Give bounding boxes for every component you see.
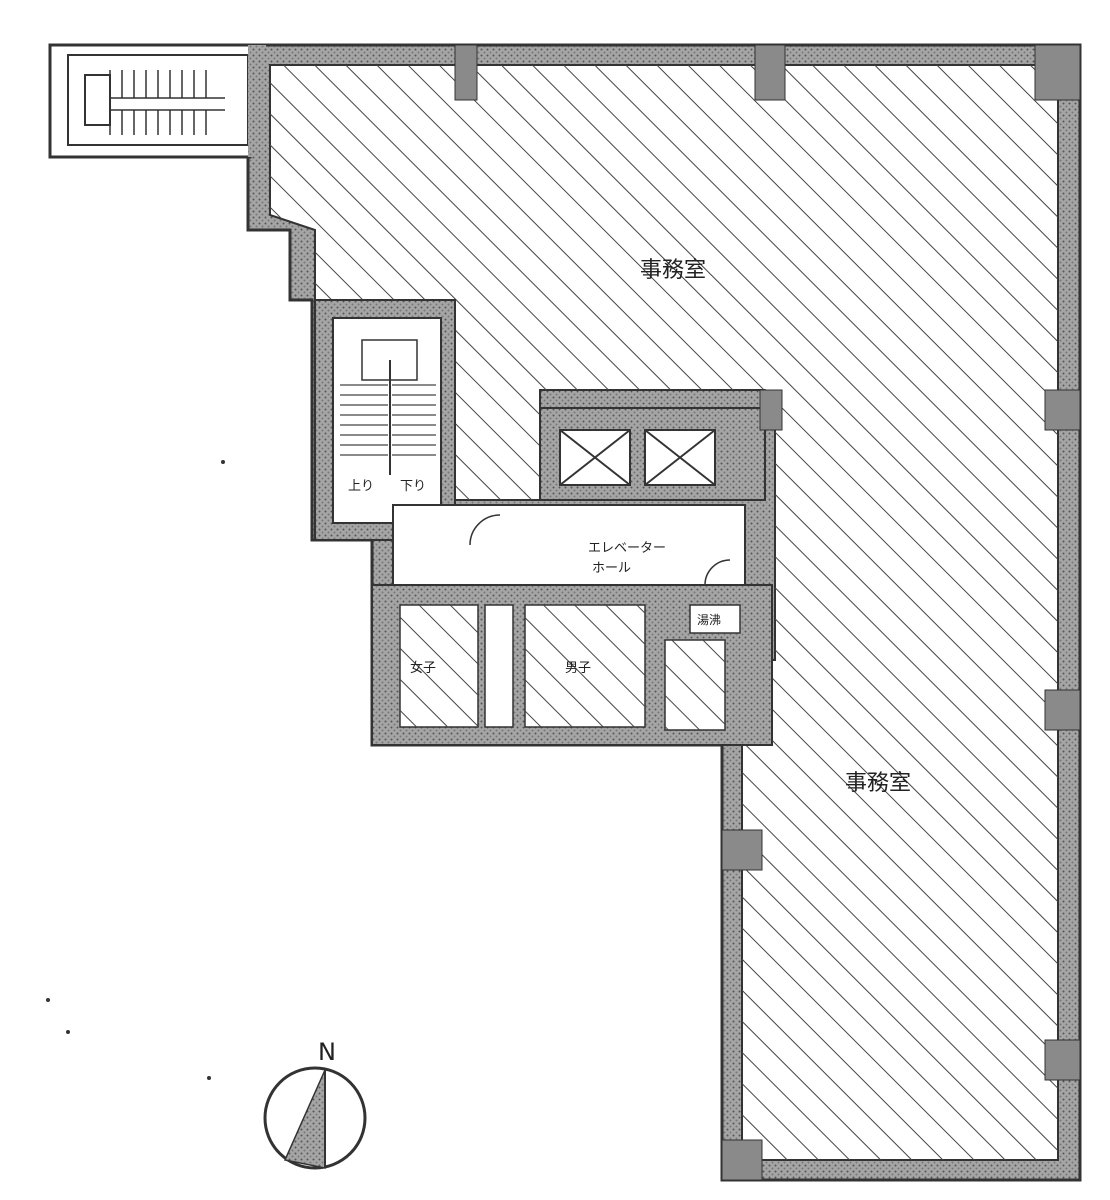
main-stair: 上り 下り xyxy=(314,299,456,541)
toilet-block: 女子 男子 湯沸 xyxy=(371,584,773,746)
scan-specks xyxy=(46,460,225,1080)
elevator-core xyxy=(539,407,766,501)
toilet-male-label: 男子 xyxy=(565,661,591,676)
perimeter-columns xyxy=(454,44,1081,1181)
elevator-hall-label-line1: エレベーター xyxy=(588,541,666,556)
elevator-hall: エレベーター ホール xyxy=(392,504,746,586)
office-label-lower: 事務室 xyxy=(845,771,911,796)
stair-up-label: 上り xyxy=(348,479,374,494)
north-arrow: N xyxy=(263,1038,367,1170)
emergency-stair xyxy=(48,43,266,159)
elevator-hall-label-line2: ホール xyxy=(592,561,631,576)
kitchenette-label: 湯沸 xyxy=(697,613,721,627)
stair-down-label: 下り xyxy=(400,479,426,494)
north-label: N xyxy=(318,1038,336,1066)
office-label-upper: 事務室 xyxy=(640,258,706,283)
toilet-female-label: 女子 xyxy=(410,660,436,676)
